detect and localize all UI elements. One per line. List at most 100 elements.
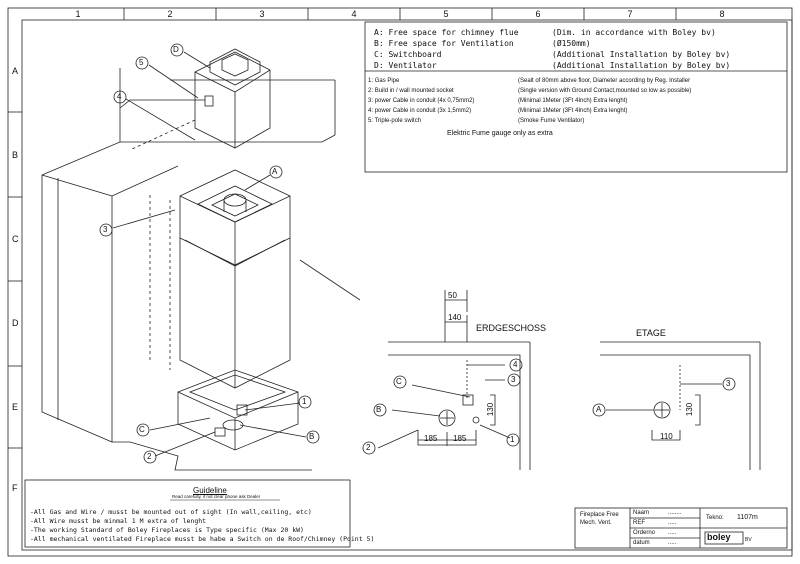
item-key: 4: — [368, 108, 374, 114]
col-2: 2 — [167, 9, 173, 19]
dim-130-ground: 130 — [486, 402, 496, 417]
field-label: Orderno — [633, 530, 656, 536]
callout-2: 2 — [147, 452, 152, 461]
callout-3: 3 — [103, 225, 108, 234]
legend-text: Free space for chimney flue — [388, 28, 519, 37]
legend-key: C: — [374, 50, 384, 59]
callout-b: B — [309, 432, 315, 441]
tekno-value: 1107m — [737, 514, 758, 521]
field-value: ..... — [668, 520, 677, 526]
floor-line — [112, 441, 312, 471]
brand-suffix: BV — [745, 537, 752, 543]
field-value: ..... — [668, 540, 677, 546]
guideline-line: -All Wire musst be minmal 1 M extra of l… — [30, 517, 207, 525]
project-type: Mech. Vent. — [580, 520, 612, 526]
legend-note: (Additional Installation by Boley bv) — [552, 61, 731, 70]
base-unit — [177, 369, 299, 451]
item-key: 5: — [368, 118, 374, 124]
project-name: Fireplace Free — [580, 512, 619, 518]
row-b: B — [12, 150, 19, 160]
row-e: E — [12, 402, 19, 412]
brand-logo: boley — [707, 532, 731, 542]
col-8: 8 — [719, 9, 725, 19]
legend-letters: A: Free space for chimney flue B: Free s… — [374, 27, 519, 71]
item-text: Build in / wall mounted socket — [374, 88, 454, 94]
legend-key: B: — [374, 39, 384, 48]
item-note: (Minimal 1Meter (3Ft 4Inch) Extra lenght… — [518, 108, 628, 114]
plan-title-ground: ERDGESCHOSS — [476, 323, 547, 333]
dim-185-right: 185 — [453, 434, 467, 443]
wall-top-line — [41, 134, 336, 176]
upper-callout-a: A — [596, 405, 602, 414]
inner-frame — [21, 19, 793, 551]
item-note: (Smoke Fume Ventilator) — [518, 118, 585, 124]
field-label: REF — [633, 520, 645, 526]
legend-footer: Elektric Fume gauge only as extra — [447, 130, 553, 137]
col-6: 6 — [535, 9, 541, 19]
field-label: datum — [633, 540, 650, 546]
guideline-title: Guideline — [193, 486, 227, 495]
tekno-label: Tekno: — [706, 515, 724, 521]
field-value: ..... — [668, 530, 677, 536]
item-key: 3: — [368, 98, 374, 104]
item-note: (Sealt of 80mm above floor, Diameter acc… — [518, 78, 691, 84]
top-cap — [194, 51, 271, 149]
callout-5: 5 — [139, 58, 144, 67]
col-7: 7 — [627, 9, 633, 19]
legend-text: Switchboard — [388, 50, 442, 59]
row-a: A — [12, 66, 19, 76]
item-note: (Minimal 1Meter (3Ft 4Inch) Extra lenght… — [518, 98, 628, 104]
callout-d: D — [173, 45, 179, 54]
legend-items: 1: Gas Pipe 2: Build in / wall mounted s… — [368, 76, 474, 126]
dim-50: 50 — [448, 291, 457, 300]
guideline-box — [24, 479, 351, 548]
left-wall — [41, 165, 179, 443]
item-text: power Cable in conduit (3x 1,5mm2) — [374, 108, 472, 114]
field-value: ........ — [668, 510, 682, 516]
legend-note: (Ø150mm) — [552, 39, 591, 48]
field-label: Naam — [633, 510, 650, 516]
guideline-subtitle: Read carefully, if not clear phone ask D… — [172, 494, 261, 499]
row-c: C — [12, 234, 19, 244]
callout-1: 1 — [302, 397, 307, 406]
guideline-line: -All Gas and Wire / musst be mounted out… — [30, 508, 312, 516]
ground-callout-2: 2 — [366, 443, 371, 452]
col-5: 5 — [443, 9, 449, 19]
ground-callout-1: 1 — [510, 435, 515, 444]
callout-a: A — [272, 167, 278, 176]
ground-callout-c: C — [396, 377, 402, 386]
callout-4: 4 — [117, 92, 122, 101]
item-key: 1: — [368, 78, 374, 84]
legend-note: (Dim. in accordance with Boley bv) — [552, 28, 716, 37]
plan-title-upper: ETAGE — [636, 328, 666, 338]
legend-letter-notes: (Dim. in accordance with Boley bv) (Ø150… — [552, 27, 730, 71]
upper-callout-3: 3 — [726, 379, 731, 388]
item-key: 2: — [368, 88, 374, 94]
item-text: Gas Pipe — [374, 78, 400, 84]
legend-text: Ventilator — [388, 61, 437, 70]
legend-key: D: — [374, 61, 384, 70]
callout-c: C — [139, 425, 145, 434]
ground-callout-3: 3 — [511, 375, 516, 384]
legend-text: Free space for Ventilation — [388, 39, 514, 48]
dim-110: 110 — [660, 432, 673, 441]
legend-key: A: — [374, 28, 384, 37]
row-d: D — [12, 318, 19, 328]
item-text: Triple-pole switch — [374, 118, 422, 124]
dim-185-left: 185 — [424, 434, 438, 443]
ground-callout-b: B — [376, 405, 382, 414]
col-4: 4 — [351, 9, 357, 19]
guideline-line: -All mechanical ventilated Fireplace mus… — [30, 535, 375, 543]
guideline-line: -The working Standard of Boley Fireplace… — [30, 526, 304, 534]
row-f: F — [12, 483, 18, 493]
col-1: 1 — [75, 9, 81, 19]
ground-callout-4: 4 — [513, 360, 518, 369]
legend-box — [364, 21, 788, 173]
dim-140: 140 — [448, 313, 462, 322]
item-text: power Cable in conduit (4x 0,75mm2) — [374, 98, 475, 104]
col-3: 3 — [259, 9, 265, 19]
legend-item-notes: (Sealt of 80mm above floor, Diameter acc… — [518, 76, 691, 126]
legend-note: (Additional Installation by Boley bv) — [552, 50, 731, 59]
